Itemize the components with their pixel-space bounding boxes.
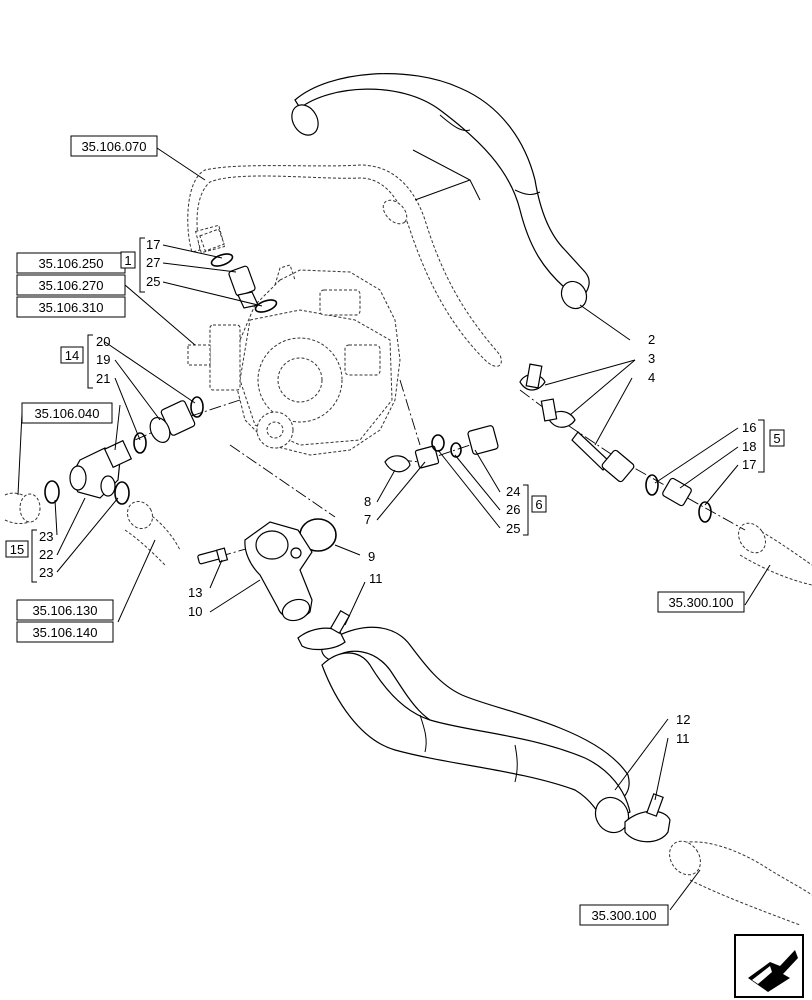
label-20: 20 bbox=[96, 334, 110, 349]
group-15-bracket: 15 bbox=[5, 529, 37, 583]
next-page-arrow-icon[interactable] bbox=[734, 934, 804, 998]
ref-35-106-310[interactable]: 35.106.310 bbox=[16, 296, 126, 318]
hose-upper-right[interactable] bbox=[287, 73, 592, 314]
leader-lines bbox=[17, 147, 771, 911]
svg-text:15: 15 bbox=[10, 542, 24, 557]
label-22: 22 bbox=[39, 547, 53, 562]
label-26: 26 bbox=[506, 502, 520, 517]
label-13: 13 bbox=[188, 585, 202, 600]
fitting-group-1[interactable] bbox=[199, 228, 278, 314]
svg-text:6: 6 bbox=[535, 497, 542, 512]
bolt-13[interactable] bbox=[197, 547, 229, 565]
elbow-fitting-10[interactable] bbox=[244, 521, 313, 624]
hose-lower-right bbox=[669, 840, 812, 926]
label-16: 16 bbox=[742, 420, 756, 435]
svg-text:35.106.310: 35.106.310 bbox=[38, 300, 103, 315]
group-6-bracket: 6 bbox=[523, 484, 547, 536]
label-17: 17 bbox=[146, 237, 160, 252]
svg-text:35.106.140: 35.106.140 bbox=[32, 625, 97, 640]
label-3: 3 bbox=[648, 351, 655, 366]
svg-text:5: 5 bbox=[773, 431, 780, 446]
ref-35-106-270[interactable]: 35.106.270 bbox=[16, 274, 126, 296]
svg-text:35.106.130: 35.106.130 bbox=[32, 603, 97, 618]
svg-text:14: 14 bbox=[65, 348, 79, 363]
svg-text:35.300.100: 35.300.100 bbox=[668, 595, 733, 610]
label-21: 21 bbox=[96, 371, 110, 386]
hydraulic-pump[interactable] bbox=[187, 264, 401, 456]
fitting-group-6[interactable] bbox=[384, 425, 499, 473]
fitting-group-3-4[interactable] bbox=[519, 363, 635, 483]
svg-text:35.300.100: 35.300.100 bbox=[591, 908, 656, 923]
label-17-b: 17 bbox=[742, 457, 756, 472]
ref-35-300-100-b[interactable]: 35.300.100 bbox=[579, 904, 669, 926]
label-11-a: 11 bbox=[369, 571, 383, 586]
group-1-bracket: 1 bbox=[120, 237, 145, 293]
hose-lower-main[interactable] bbox=[321, 626, 635, 838]
label-7: 7 bbox=[364, 512, 371, 527]
ref-35-300-100-a[interactable]: 35.300.100 bbox=[657, 591, 745, 613]
ref-35-106-070[interactable]: 35.106.070 bbox=[70, 135, 158, 157]
center-lines bbox=[134, 379, 746, 601]
label-11-b: 11 bbox=[676, 731, 690, 746]
label-4: 4 bbox=[648, 370, 655, 385]
label-25: 25 bbox=[146, 274, 160, 289]
fitting-group-14[interactable] bbox=[44, 396, 204, 505]
ref-35-106-250[interactable]: 35.106.250 bbox=[16, 252, 126, 274]
svg-text:35.106.270: 35.106.270 bbox=[38, 278, 103, 293]
label-12: 12 bbox=[676, 712, 690, 727]
label-23-a: 23 bbox=[39, 529, 53, 544]
label-25-b: 25 bbox=[506, 521, 520, 536]
label-24: 24 bbox=[506, 484, 520, 499]
label-18: 18 bbox=[742, 439, 756, 454]
label-27: 27 bbox=[146, 255, 160, 270]
svg-text:35.106.250: 35.106.250 bbox=[38, 256, 103, 271]
label-10: 10 bbox=[188, 604, 202, 619]
hose-left-dashed bbox=[4, 492, 181, 566]
ref-35-106-040[interactable]: 35.106.040 bbox=[21, 402, 113, 424]
label-23-b: 23 bbox=[39, 565, 53, 580]
hose-clamp-11b[interactable] bbox=[624, 793, 671, 843]
svg-text:35.106.070: 35.106.070 bbox=[81, 139, 146, 154]
svg-text:1: 1 bbox=[124, 253, 131, 268]
group-5-bracket: 5 bbox=[758, 419, 785, 473]
ref-35-106-130[interactable]: 35.106.130 bbox=[16, 599, 114, 621]
group-14-bracket: 14 bbox=[60, 334, 93, 389]
label-8: 8 bbox=[364, 494, 371, 509]
label-9: 9 bbox=[368, 549, 375, 564]
ref-35-106-140[interactable]: 35.106.140 bbox=[16, 621, 114, 643]
label-2: 2 bbox=[648, 332, 655, 347]
svg-text:35.106.040: 35.106.040 bbox=[34, 406, 99, 421]
part-labels: 17 27 25 20 19 21 23 22 23 2 3 4 16 18 1… bbox=[39, 237, 756, 746]
hose-clamp-11a[interactable] bbox=[297, 610, 351, 651]
label-19: 19 bbox=[96, 352, 110, 367]
hose-right-stub bbox=[738, 522, 812, 586]
